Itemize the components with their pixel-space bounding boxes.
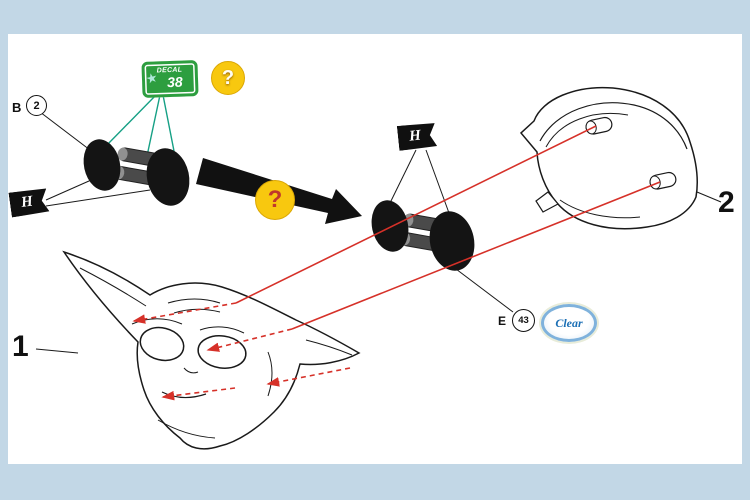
sprue-letter-b: B [12, 100, 22, 115]
eye-socket-right [197, 335, 247, 369]
paint-flag-center-label: H [408, 127, 422, 145]
question-badge-middle: ? [255, 180, 295, 220]
guide-arrow-mouth [161, 387, 236, 401]
guide-arrow-cheek [266, 367, 351, 387]
part-number-2: 2 [718, 186, 735, 219]
part-badge-b2: 2 [26, 95, 47, 116]
eye-assembly-left [83, 139, 190, 206]
paint-flag-left-label: H [20, 193, 34, 212]
decal-leader-lines [103, 93, 175, 157]
question-badge-top: ? [211, 61, 245, 95]
callout-leader-lines [35, 111, 722, 354]
decal-number: 38 [166, 73, 183, 91]
face-outline [62, 250, 361, 450]
eye-socket-left [139, 326, 185, 362]
guide-line-upper [235, 125, 597, 304]
eye-assembly-center [371, 200, 475, 271]
part-number-1: 1 [12, 330, 29, 363]
guide-line-lower [291, 181, 661, 330]
guide-arrow-eye-right [206, 328, 293, 352]
sprue-letter-e: E [498, 314, 507, 328]
clear-paint-badge: Clear [541, 304, 597, 342]
part-badge-e43: 43 [512, 309, 535, 332]
red-alignment-guides [132, 125, 661, 401]
head-face-part [62, 250, 361, 450]
head-back-shell-part [519, 86, 698, 230]
decal-38-sign: ★ DECAL 38 [141, 60, 199, 98]
clear-paint-label: Clear [555, 315, 583, 330]
